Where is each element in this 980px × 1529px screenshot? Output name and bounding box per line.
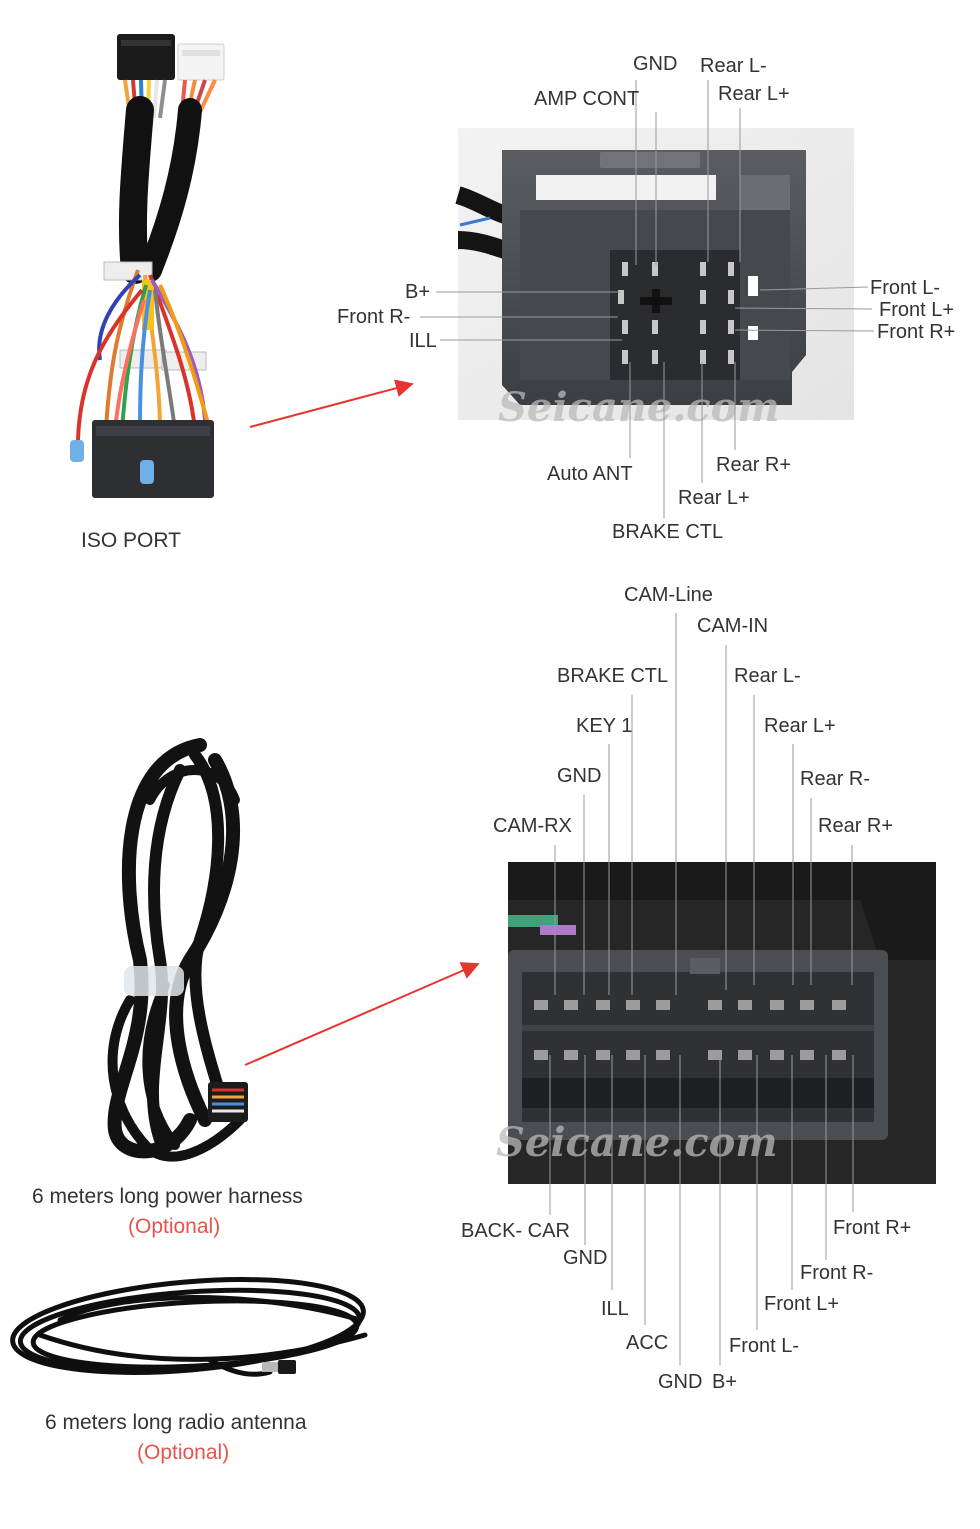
label-front-l-minus-power: Front L- bbox=[729, 1335, 799, 1357]
label-brake-ctl-power: BRAKE CTL bbox=[557, 665, 668, 687]
iso-pin-labels: GND Rear L- Rear L+ AMP CONT B+ Front R-… bbox=[337, 53, 955, 543]
label-auto-ant: Auto ANT bbox=[547, 463, 633, 485]
label-cam-line: CAM-Line bbox=[624, 584, 713, 606]
radio-antenna-coil-image bbox=[10, 1277, 368, 1377]
pointer-arrow-power bbox=[244, 962, 480, 1066]
label-front-l-plus: Front L+ bbox=[879, 299, 954, 321]
iso-leader-lines bbox=[420, 80, 875, 518]
watermark-power: Seicane.com bbox=[496, 1119, 778, 1166]
label-back-car: BACK- CAR bbox=[461, 1220, 570, 1242]
label-front-l-minus: Front L- bbox=[870, 277, 940, 299]
label-gnd-power-bottom: GND bbox=[563, 1247, 607, 1269]
label-gnd-power-bottom-2: GND bbox=[658, 1371, 702, 1393]
power-top-pin-labels: CAM-Line CAM-IN BRAKE CTL Rear L- KEY 1 … bbox=[493, 584, 893, 837]
label-key1: KEY 1 bbox=[576, 715, 632, 737]
pointer-arrow-iso bbox=[249, 379, 414, 428]
label-rear-r-plus-power: Rear R+ bbox=[818, 815, 893, 837]
label-cam-rx: CAM-RX bbox=[493, 815, 572, 837]
power-harness-plug bbox=[208, 1082, 248, 1122]
label-rear-l-plus: Rear L+ bbox=[718, 83, 790, 105]
label-rear-l-minus-power: Rear L- bbox=[734, 665, 801, 687]
power-leader-lines bbox=[549, 613, 854, 1365]
radio-antenna-caption: 6 meters long radio antenna bbox=[45, 1411, 307, 1434]
label-rear-l-plus-bottom: Rear L+ bbox=[678, 487, 750, 509]
label-rear-r-plus: Rear R+ bbox=[716, 454, 791, 476]
radio-antenna-optional: (Optional) bbox=[137, 1441, 229, 1464]
power-harness-caption: 6 meters long power harness bbox=[32, 1185, 303, 1208]
label-rear-l-minus: Rear L- bbox=[700, 55, 767, 77]
power-harness-coil-image bbox=[107, 738, 245, 1162]
label-rear-l-plus-power: Rear L+ bbox=[764, 715, 836, 737]
iso-port-caption: ISO PORT bbox=[81, 529, 181, 552]
power-harness-optional: (Optional) bbox=[128, 1215, 220, 1238]
label-gnd: GND bbox=[633, 53, 677, 75]
watermark-iso: Seicane.com bbox=[498, 384, 780, 431]
label-front-l-plus-power: Front L+ bbox=[764, 1293, 839, 1315]
label-front-r-plus-power: Front R+ bbox=[833, 1217, 911, 1239]
label-b-plus-power: B+ bbox=[712, 1371, 737, 1393]
label-gnd-power-top: GND bbox=[557, 765, 601, 787]
antenna-plug-body bbox=[278, 1360, 296, 1374]
cable-tie bbox=[124, 966, 184, 996]
power-bottom-pin-labels: BACK- CAR GND ILL ACC GND B+ Front L- Fr… bbox=[461, 1217, 911, 1393]
label-cam-in: CAM-IN bbox=[697, 615, 768, 637]
label-b-plus: B+ bbox=[405, 281, 430, 303]
label-rear-r-minus-power: Rear R- bbox=[800, 768, 870, 790]
power-harness-plug-wires bbox=[212, 1088, 244, 1113]
antenna-plug-metal bbox=[262, 1362, 278, 1372]
label-acc: ACC bbox=[626, 1332, 668, 1354]
iso-harness-image bbox=[70, 34, 225, 498]
label-ill-power: ILL bbox=[601, 1298, 629, 1320]
label-front-r-minus: Front R- bbox=[337, 306, 410, 328]
label-front-r-plus: Front R+ bbox=[877, 321, 955, 343]
label-ill: ILL bbox=[409, 330, 437, 352]
power-connector-photo bbox=[508, 862, 936, 1184]
label-front-r-minus-power: Front R- bbox=[800, 1262, 873, 1284]
label-amp-cont: AMP CONT bbox=[534, 88, 639, 110]
label-brake-ctl: BRAKE CTL bbox=[612, 521, 723, 543]
